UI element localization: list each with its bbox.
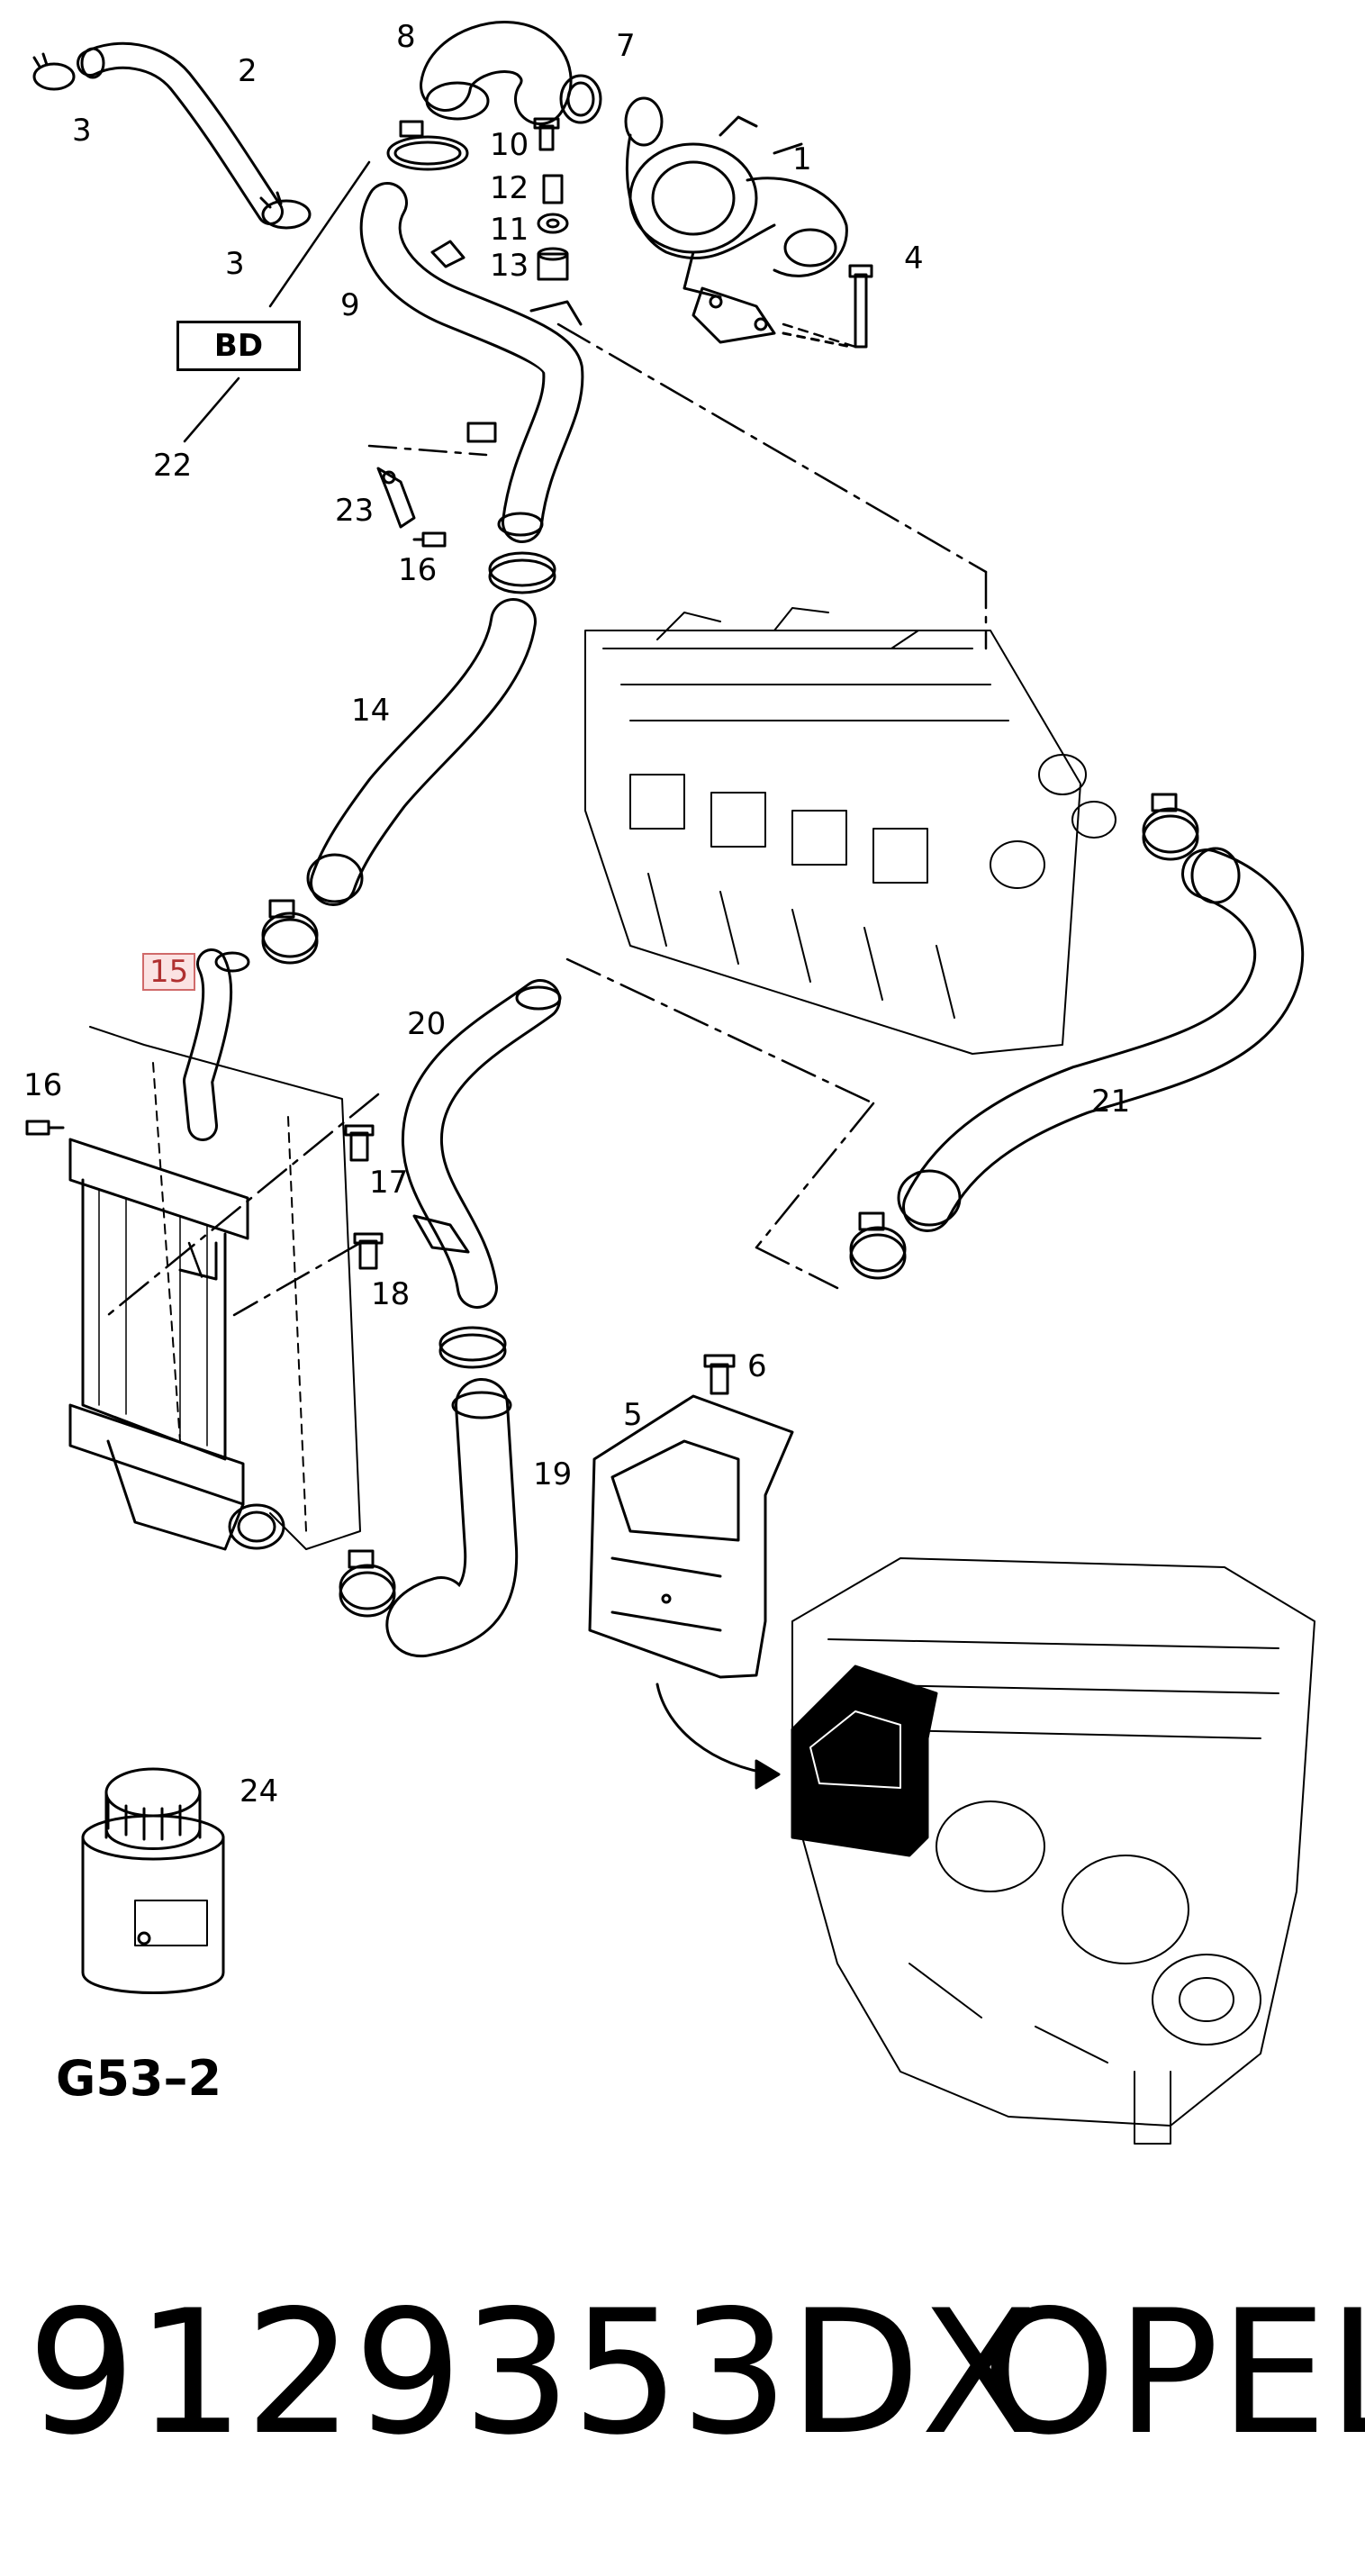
clamp-7 bbox=[559, 74, 602, 124]
elbow-hose-8 bbox=[420, 21, 573, 125]
clamp-3-top bbox=[32, 52, 76, 91]
callout-15-highlighted[interactable]: 15 bbox=[142, 953, 196, 991]
clamp-above-19 bbox=[438, 1326, 507, 1369]
fasteners-10-13 bbox=[533, 117, 569, 281]
callout-11: 11 bbox=[490, 212, 529, 248]
callout-19: 19 bbox=[533, 1456, 573, 1492]
bd-label: BD bbox=[213, 328, 264, 364]
bracket-23 bbox=[376, 467, 416, 529]
callout-17: 17 bbox=[369, 1165, 409, 1201]
callout-23: 23 bbox=[335, 493, 375, 529]
callout-16: 16 bbox=[23, 1067, 63, 1103]
callout-20: 20 bbox=[407, 1006, 447, 1042]
clamp-below-8 bbox=[386, 120, 469, 171]
clamp-21-bottom bbox=[849, 1211, 907, 1280]
bolt-6 bbox=[703, 1354, 736, 1395]
arrow-to-engine bbox=[655, 1683, 781, 1790]
highlighted-shield bbox=[791, 1664, 938, 1857]
engine-assembly bbox=[791, 1557, 1315, 2145]
bolt-17 bbox=[344, 1124, 375, 1162]
callout-9: 9 bbox=[340, 287, 360, 323]
brand-name: OPEL bbox=[981, 2273, 1365, 2472]
heat-shield-5 bbox=[588, 1394, 794, 1679]
callout-6: 6 bbox=[747, 1348, 767, 1384]
callout-14: 14 bbox=[351, 693, 391, 729]
callout-3: 3 bbox=[72, 113, 92, 149]
callout-16: 16 bbox=[398, 552, 438, 588]
hose-21 bbox=[897, 847, 1305, 1232]
leader-lines bbox=[106, 160, 988, 1317]
pipe-9 bbox=[359, 182, 584, 543]
callout-21: 21 bbox=[1091, 1084, 1131, 1120]
callout-7: 7 bbox=[616, 28, 636, 64]
highlighted-shield-inner bbox=[809, 1710, 901, 1789]
bolt-16-upper bbox=[412, 531, 447, 548]
clamp-3-lower bbox=[259, 191, 312, 230]
callout-12: 12 bbox=[490, 170, 529, 206]
clamp-below-14 bbox=[261, 899, 319, 965]
callout-24: 24 bbox=[240, 1773, 279, 1810]
diagram-drawing bbox=[25, 21, 1315, 2145]
engine-block bbox=[584, 607, 1116, 1055]
bolt-16-left bbox=[25, 1120, 65, 1136]
callout-22: 22 bbox=[153, 448, 193, 484]
container-24 bbox=[81, 1767, 225, 1994]
callout-1: 1 bbox=[792, 141, 812, 177]
intercooler bbox=[68, 948, 285, 1551]
callout-10: 10 bbox=[490, 127, 529, 163]
hose-2 bbox=[77, 41, 284, 225]
hose-14 bbox=[306, 598, 537, 906]
diagram-reference-code: G53–2 bbox=[56, 2050, 222, 2107]
part-number: 9129353DX bbox=[27, 2273, 1038, 2472]
callout-3: 3 bbox=[225, 246, 245, 282]
clamp-bottom-left bbox=[339, 1549, 396, 1618]
hose-20 bbox=[401, 979, 562, 1309]
footer-caption: 9129353DX OPEL bbox=[27, 2273, 1365, 2486]
support-panel bbox=[89, 1026, 361, 1550]
callout-4: 4 bbox=[904, 240, 924, 277]
callout-2: 2 bbox=[238, 53, 258, 89]
bd-label-box: BD bbox=[176, 321, 301, 371]
turbocharger-1 bbox=[624, 96, 848, 344]
clamp-21-top bbox=[1142, 793, 1199, 861]
bolt-4 bbox=[782, 264, 873, 349]
callout-13: 13 bbox=[490, 248, 529, 284]
hose-19 bbox=[385, 1378, 519, 1657]
bolt-18 bbox=[353, 1232, 384, 1270]
callout-5: 5 bbox=[623, 1397, 643, 1433]
callout-8: 8 bbox=[396, 19, 416, 55]
callout-18: 18 bbox=[371, 1276, 411, 1312]
clamp-under-9 bbox=[488, 551, 556, 594]
